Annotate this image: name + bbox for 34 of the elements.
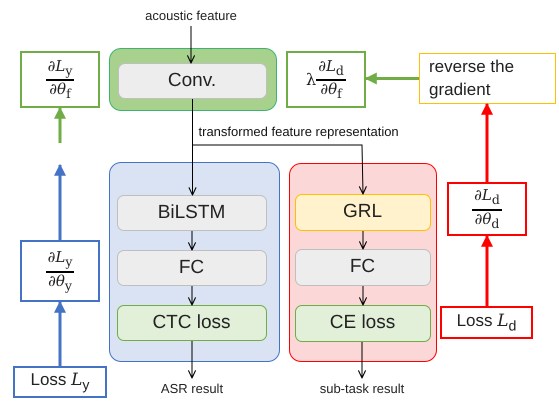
- layer-box: BiLSTM: [116, 194, 266, 230]
- flow-text: ASR result: [147, 378, 237, 398]
- module-panel: [289, 163, 437, 362]
- arrow: [358, 342, 366, 379]
- arrow: [188, 340, 196, 379]
- gradient-box: ∂L$_{y}$ ∂θ$_{f}$: [20, 51, 100, 108]
- layer-box: CTC loss: [116, 304, 266, 340]
- module-panel: [109, 162, 280, 362]
- module-panel: [109, 48, 277, 111]
- flow-text: acoustic feature: [135, 4, 247, 26]
- layer-box: FC: [116, 250, 266, 286]
- arrow: [481, 234, 493, 306]
- arrow: [186, 26, 196, 64]
- arrow: [54, 164, 66, 240]
- arrow: [54, 106, 66, 143]
- arrow: [188, 286, 196, 306]
- arrow: [54, 300, 66, 366]
- layer-box: Conv.: [118, 62, 266, 98]
- loss-box: Loss L$_{d}$: [440, 306, 533, 339]
- layer-box: CE loss: [294, 304, 430, 342]
- gradient-box: ∂L$_{d}$ ∂θ$_{d}$: [447, 182, 527, 236]
- layer-box: GRL: [294, 194, 430, 230]
- layer-box: FC: [294, 248, 430, 286]
- arrow: [188, 230, 196, 251]
- flow-text: sub-task result: [305, 378, 419, 398]
- arrow: [481, 102, 493, 182]
- edge-label: transformed feature representation: [198, 124, 399, 139]
- note-box: reverse the gradient: [419, 53, 556, 104]
- arrow: [364, 72, 419, 84]
- gradient-box: ∂L$_{y}$ ∂θ$_{y}$: [20, 240, 100, 302]
- loss-box: Loss L$_{y}$: [13, 366, 107, 398]
- gradient-box: λ ∂L$_{d}$ ∂θ$_{f}$: [286, 51, 366, 108]
- arrow: [358, 230, 368, 250]
- arrow: [358, 286, 368, 306]
